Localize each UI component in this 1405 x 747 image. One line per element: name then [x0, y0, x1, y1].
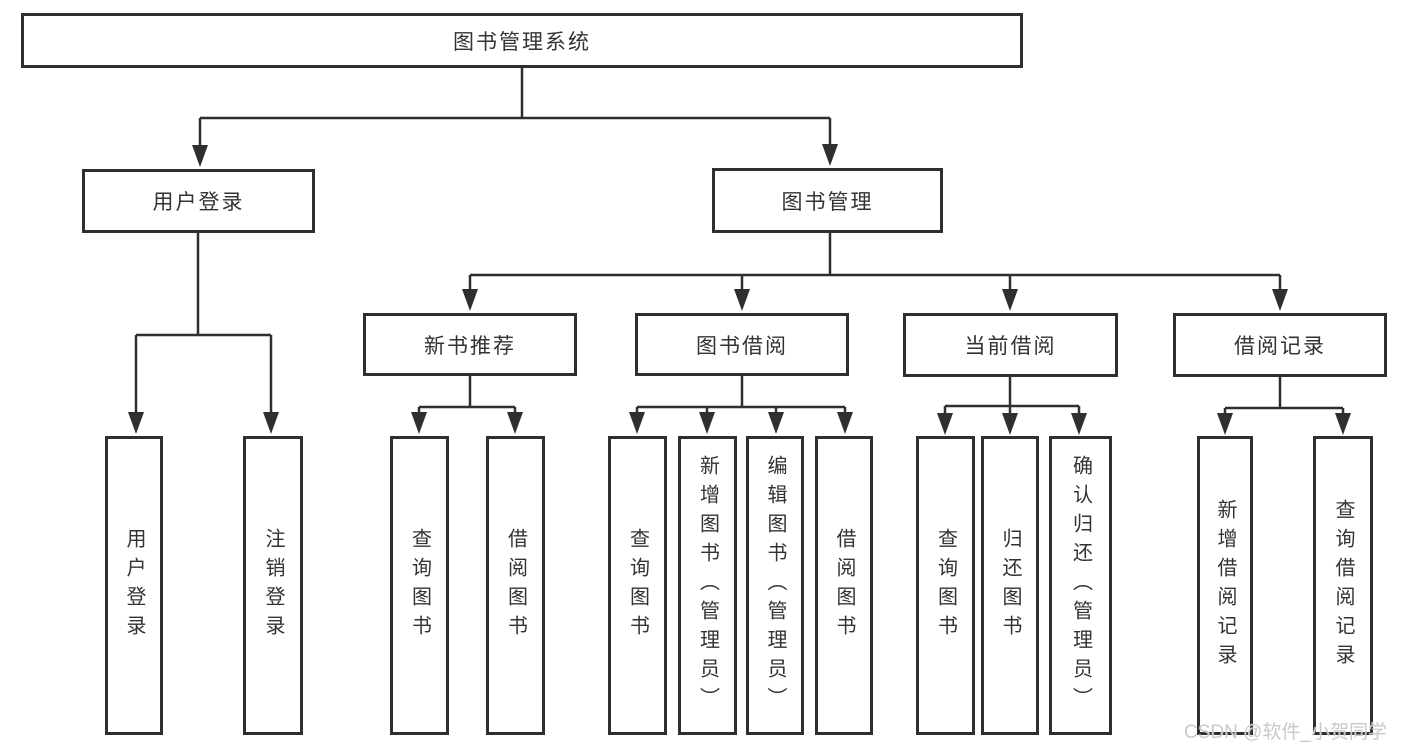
leaf-query-borrow-record: 查询借阅记录 [1313, 436, 1373, 735]
node-label: 查询图书 [626, 527, 649, 644]
node-label: 查询图书 [934, 527, 957, 644]
leaf-add-borrow-record: 新增借阅记录 [1197, 436, 1253, 735]
leaf-add-book-admin: 新增图书（管理员） [678, 436, 737, 735]
node-label: 用户登录 [152, 191, 245, 214]
node-label: 查询借阅记录 [1332, 498, 1354, 673]
node-label: 查询图书 [408, 527, 431, 644]
node-user-login: 用户登录 [82, 169, 315, 233]
node-current-borrowing: 当前借阅 [903, 313, 1118, 377]
node-label: 图书管理 [781, 190, 874, 214]
node-label: 归还图书 [999, 527, 1021, 644]
leaf-logout: 注销登录 [243, 436, 303, 735]
node-label: 新书推荐 [424, 334, 516, 358]
node-label: 注销登录 [262, 527, 284, 644]
leaf-confirm-return-admin: 确认归还（管理员） [1049, 436, 1112, 735]
csdn-watermark: CSDN @软件_小贺同学 [1184, 722, 1387, 743]
node-label: 确认归还（管理员） [1069, 455, 1092, 716]
leaf-user-login: 用户登录 [105, 436, 163, 735]
node-label: 图书借阅 [696, 334, 788, 358]
leaf-return-book: 归还图书 [981, 436, 1039, 735]
leaf-query-books-borrow: 查询图书 [608, 436, 667, 735]
node-label: 借阅图书 [504, 527, 527, 644]
leaf-query-books-recommend: 查询图书 [390, 436, 449, 735]
leaf-edit-book-admin: 编辑图书（管理员） [746, 436, 804, 735]
node-book-management: 图书管理 [712, 168, 943, 233]
node-label: 当前借阅 [964, 335, 1057, 358]
node-label: 编辑图书（管理员） [764, 455, 786, 716]
leaf-borrow-books-recommend: 借阅图书 [486, 436, 545, 735]
node-library-management-system: 图书管理系统 [21, 13, 1023, 68]
node-new-book-recommendation: 新书推荐 [363, 313, 577, 376]
node-label: 用户登录 [123, 527, 145, 644]
node-label: 图书管理系统 [453, 30, 591, 54]
node-label: 借阅图书 [833, 527, 855, 644]
node-label: 新增图书（管理员） [696, 455, 719, 716]
arrowheads [128, 144, 1351, 435]
leaf-borrow-books: 借阅图书 [815, 436, 873, 735]
node-label: 借阅记录 [1234, 335, 1326, 358]
node-borrowing-records: 借阅记录 [1173, 313, 1387, 377]
leaf-query-books-current: 查询图书 [916, 436, 975, 735]
node-label: 新增借阅记录 [1214, 498, 1236, 673]
node-book-borrowing: 图书借阅 [635, 313, 849, 376]
